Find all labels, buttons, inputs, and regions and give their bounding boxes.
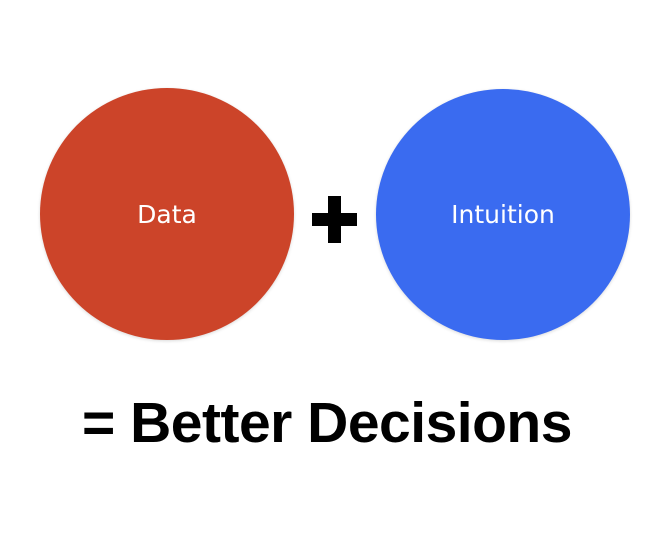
result-text: = Better Decisions: [82, 391, 572, 455]
data-circle: Data: [40, 88, 294, 340]
plus-icon: [312, 196, 357, 243]
intuition-circle: Intuition: [376, 89, 630, 340]
intuition-label: Intuition: [451, 200, 555, 229]
data-label: Data: [137, 199, 197, 229]
